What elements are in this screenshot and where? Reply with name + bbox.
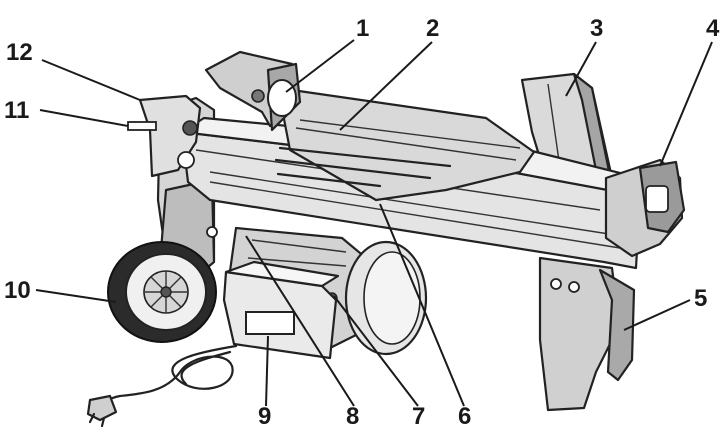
- callout-5: 5: [694, 285, 707, 312]
- callout-3: 3: [590, 15, 603, 42]
- log-bed: [274, 86, 536, 202]
- power-cord: [86, 344, 238, 427]
- callout-7: 7: [412, 403, 425, 427]
- callout-10: 10: [4, 277, 31, 304]
- callout-8: 8: [346, 403, 359, 427]
- callout-9: 9: [258, 403, 271, 427]
- callout-1: 1: [356, 15, 369, 42]
- callout-12: 12: [6, 39, 33, 66]
- callout-6: 6: [458, 403, 471, 427]
- callout-4: 4: [706, 15, 720, 42]
- wheel: [107, 241, 217, 343]
- switch-box: [222, 260, 340, 360]
- callout-2: 2: [426, 15, 439, 42]
- callout-numbers: 1 2 3 4 5 6 7 8 9 10 11 12: [4, 15, 720, 427]
- control-handle: [127, 94, 202, 178]
- end-plate: [604, 158, 686, 258]
- support-leg: [538, 256, 636, 412]
- pusher-plate: [204, 50, 302, 132]
- callout-11: 11: [4, 97, 29, 124]
- leader-lines: [35, 39, 713, 407]
